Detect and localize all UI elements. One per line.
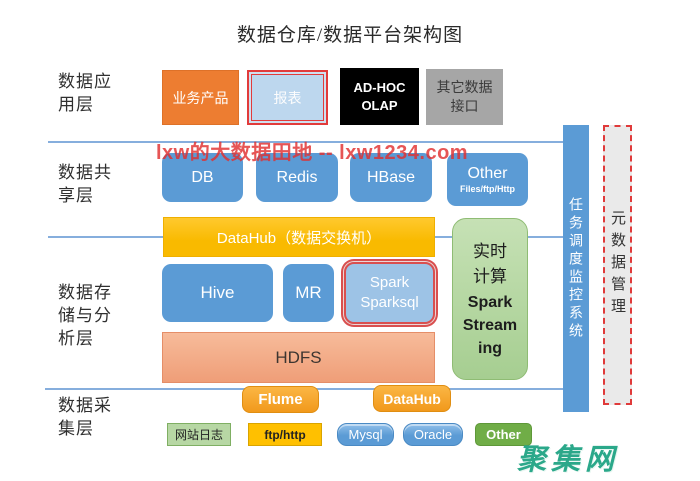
box-realtime-spark-streaming: 实时计算 Spark Streaming	[452, 218, 528, 380]
box-ftp-http: ftp/http	[248, 423, 322, 446]
box-oracle: Oracle	[403, 423, 463, 446]
box-metadata-management: 元数据管理	[603, 125, 632, 405]
layer-label-sharing: 数据共 享层	[58, 163, 112, 205]
box-flume: Flume	[242, 386, 319, 413]
box-other-files-label: Other	[467, 165, 508, 182]
box-report: 报表	[247, 70, 328, 125]
realtime-label-en: Spark Streaming	[462, 293, 518, 357]
watermark-juji: 聚集网	[517, 444, 620, 476]
box-business-product: 业务产品	[162, 70, 239, 125]
layer-label-storage: 数据存 储与分 析层	[58, 283, 112, 348]
box-adhoc-olap: AD-HOC OLAP	[340, 68, 419, 125]
box-datahub-collect: DataHub	[373, 385, 451, 412]
box-hive: Hive	[162, 264, 273, 322]
box-other-files: Other Files/ftp/Http	[447, 153, 528, 206]
realtime-label-cn: 实时计算	[473, 241, 507, 286]
layer-label-collection: 数据采 集层	[58, 396, 112, 438]
box-mysql: Mysql	[337, 423, 394, 446]
box-db: DB	[162, 153, 243, 202]
box-hbase: HBase	[350, 153, 432, 202]
box-other-files-sublabel: Files/ftp/Http	[460, 184, 515, 194]
box-spark-sparksql: Spark Sparksql	[344, 262, 435, 324]
box-metadata-label: 元数据管理	[609, 210, 625, 320]
box-other-interface: 其它数据 接口	[426, 69, 503, 125]
bar-task-scheduler: 任务调度监控系统	[563, 125, 589, 412]
layer-divider-line-1	[48, 141, 564, 143]
watermark-lxw: lxw的大数据田地 -- lxw1234.com	[156, 142, 469, 164]
bar-datahub-exchange: DataHub（数据交换机）	[163, 217, 435, 257]
layer-label-application: 数据应 用层	[58, 72, 112, 114]
box-redis: Redis	[256, 153, 338, 202]
box-hdfs: HDFS	[162, 332, 435, 383]
diagram-title: 数据仓库/数据平台架构图	[236, 25, 464, 46]
box-weblog: 网站日志	[167, 423, 231, 446]
box-other-source: Other	[475, 423, 532, 446]
bar-task-scheduler-label: 任务调度监控系统	[568, 196, 584, 341]
box-mr: MR	[283, 264, 334, 322]
